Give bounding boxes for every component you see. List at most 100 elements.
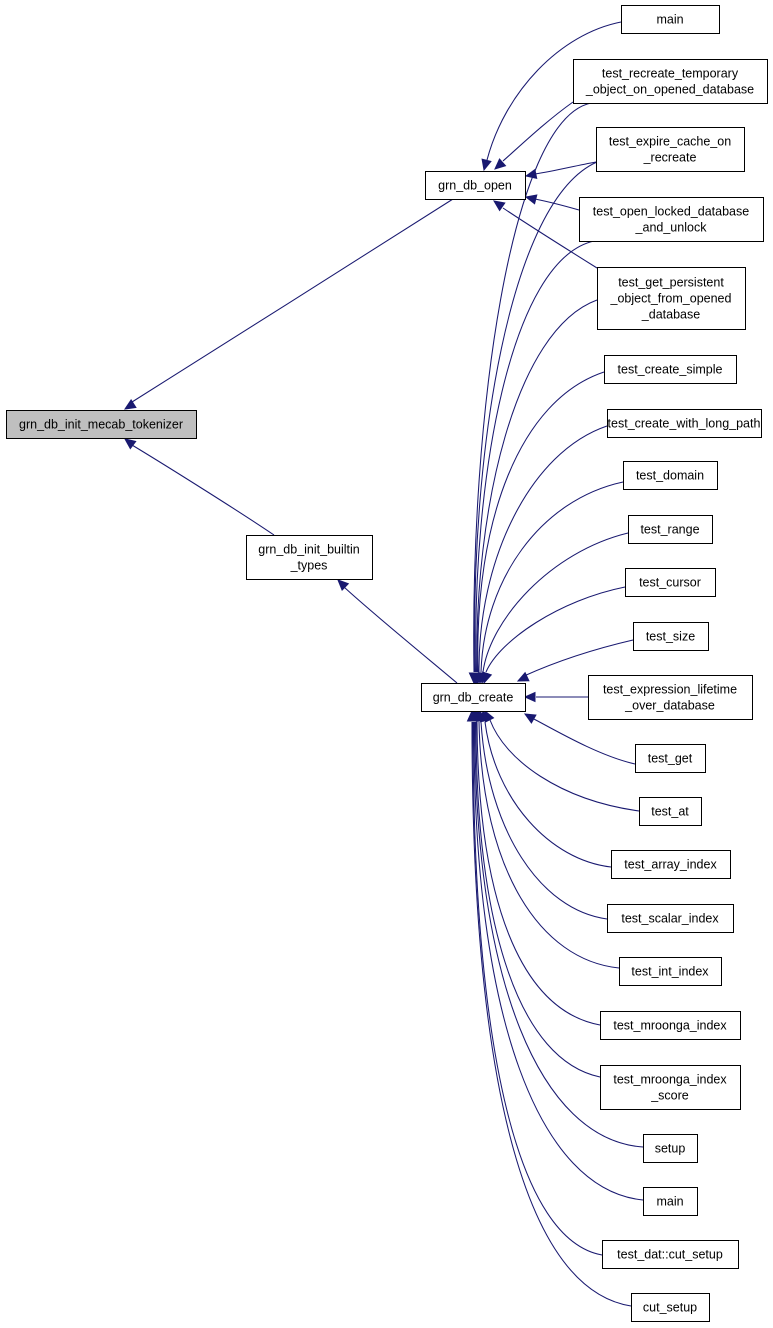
node-test-array-index[interactable]: test_array_index: [611, 850, 731, 879]
node-label-line: test_domain: [636, 469, 704, 483]
arrowhead-icon: [524, 194, 538, 205]
node-label-line: grn_db_open: [438, 179, 512, 193]
edge-line: [523, 639, 634, 677]
arrowhead-icon: [481, 158, 492, 172]
node-grn-db-init-mecab-tokenizer[interactable]: grn_db_init_mecab_tokenizer: [6, 410, 197, 439]
node-box: [631, 1293, 710, 1322]
node-setup[interactable]: setup: [643, 1134, 698, 1163]
edge-line: [343, 586, 458, 684]
node-grn-db-open[interactable]: grn_db_open: [425, 171, 526, 200]
edge-line: [476, 299, 598, 673]
node-label-line: test_cursor: [639, 576, 701, 590]
node-test-size[interactable]: test_size: [633, 622, 709, 651]
edge-test-mroonga-index-score-to-grn-db-create: [470, 709, 601, 1078]
node-test-recreate-temporary[interactable]: test_recreate_temporary_object_on_opened…: [573, 59, 768, 104]
arrowhead-icon: [337, 579, 350, 591]
node-test-mroonga-index[interactable]: test_mroonga_index: [600, 1011, 741, 1040]
node-label-line: test_create_simple: [618, 363, 723, 377]
edge-line: [476, 721, 601, 1026]
node-box: [643, 1134, 698, 1163]
edge-test-expire-cache-on-recreate-to-grn-db-open: [524, 161, 597, 180]
edge-grn-db-init-builtin-types-to-grn-db-init-mecab-tokenizer: [124, 438, 275, 536]
node-box: [628, 515, 713, 544]
node-box: [619, 957, 722, 986]
edge-test-get-persistent-to-grn-db-open: [493, 200, 598, 269]
edge-test-expire-cache-on-recreate-to-grn-db-create: [468, 161, 598, 685]
edge-line: [482, 532, 629, 673]
node-box: [602, 1240, 739, 1269]
node-label-line: test_recreate_temporary: [602, 67, 739, 81]
edge-test-create-simple-to-grn-db-create: [471, 371, 605, 685]
edge-line: [534, 198, 580, 211]
edges-layer: [123, 21, 644, 1307]
node-box: [611, 850, 731, 879]
edge-line: [131, 198, 454, 403]
node-box: [596, 127, 745, 172]
node-label-line: test_open_locked_database: [593, 205, 749, 219]
edge-test-at-to-grn-db-create: [484, 709, 640, 812]
edge-line: [472, 721, 603, 1256]
node-cut-setup[interactable]: cut_setup: [631, 1293, 710, 1322]
node-test-create-simple[interactable]: test_create_simple: [604, 355, 737, 384]
node-label-line: grn_db_create: [433, 691, 514, 705]
edge-line: [474, 721, 644, 1148]
node-test-expire-cache-on-recreate[interactable]: test_expire_cache_on_recreate: [596, 127, 745, 172]
node-box: [607, 409, 762, 438]
node-label-line: main: [656, 1195, 683, 1209]
edge-line: [486, 21, 622, 161]
arrowhead-icon: [123, 398, 137, 410]
node-label-line: setup: [655, 1142, 686, 1156]
node-test-cursor[interactable]: test_cursor: [625, 568, 716, 597]
node-main-2[interactable]: main: [643, 1187, 698, 1216]
node-box: [588, 675, 753, 720]
node-box: [635, 744, 706, 773]
node-box: [643, 1187, 698, 1216]
edge-grn-db-open-to-grn-db-init-mecab-tokenizer: [123, 198, 454, 410]
edge-test-scalar-index-to-grn-db-create: [475, 709, 608, 920]
node-label-line: test_mroonga_index: [613, 1073, 727, 1087]
edge-line: [475, 240, 595, 673]
node-box: [625, 568, 716, 597]
node-test-domain[interactable]: test_domain: [623, 461, 718, 490]
node-label-line: cut_setup: [643, 1301, 697, 1315]
edge-test-get-persistent-to-grn-db-create: [470, 299, 598, 685]
node-label-line: test_expression_lifetime: [603, 683, 737, 697]
node-test-get[interactable]: test_get: [635, 744, 706, 773]
node-label-line: _types: [290, 559, 328, 573]
edge-cut-setup-to-grn-db-create: [466, 709, 632, 1307]
node-grn-db-init-builtin-types[interactable]: grn_db_init_builtin_types: [246, 535, 373, 580]
node-label-line: test_scalar_index: [621, 912, 719, 926]
edge-line: [477, 371, 605, 673]
node-test-get-persistent[interactable]: test_get_persistent_object_from_opened_d…: [597, 267, 746, 330]
node-test-range[interactable]: test_range: [628, 515, 713, 544]
node-box: [604, 355, 737, 384]
edge-test-cursor-to-grn-db-create: [482, 586, 626, 685]
node-test-at[interactable]: test_at: [639, 797, 702, 826]
node-box: [633, 622, 709, 651]
node-label-line: _score: [650, 1089, 689, 1103]
arrowhead-icon: [482, 671, 493, 685]
node-test-int-index[interactable]: test_int_index: [619, 957, 722, 986]
edge-line: [485, 586, 626, 673]
node-test-mroonga-index-score[interactable]: test_mroonga_index _score: [600, 1065, 741, 1110]
node-box: [421, 683, 526, 712]
arrowhead-icon: [494, 158, 507, 170]
node-label-line: test_expire_cache_on: [609, 135, 731, 149]
arrowhead-icon: [124, 438, 137, 450]
node-box: [597, 267, 746, 330]
node-test-open-locked-database[interactable]: test_open_locked_database_and_unlock: [579, 197, 764, 242]
node-label-line: test_size: [646, 630, 695, 644]
node-test-expression-lifetime[interactable]: test_expression_lifetime_over_database: [588, 675, 753, 720]
node-label-line: _database: [641, 308, 700, 322]
node-box: [600, 1065, 741, 1110]
edge-line: [478, 425, 608, 673]
node-grn-db-create[interactable]: grn_db_create: [421, 683, 526, 712]
node-test-dat-cut-setup[interactable]: test_dat::cut_setup: [602, 1240, 739, 1269]
node-test-create-with-long-path[interactable]: test_create_with_long_path: [607, 409, 762, 438]
edge-line: [478, 721, 620, 969]
node-main-1[interactable]: main: [621, 5, 720, 34]
node-test-scalar-index[interactable]: test_scalar_index: [607, 904, 734, 933]
node-box: [621, 5, 720, 34]
edge-grn-db-create-to-grn-db-init-builtin-types: [337, 579, 458, 684]
edge-line: [489, 719, 640, 812]
